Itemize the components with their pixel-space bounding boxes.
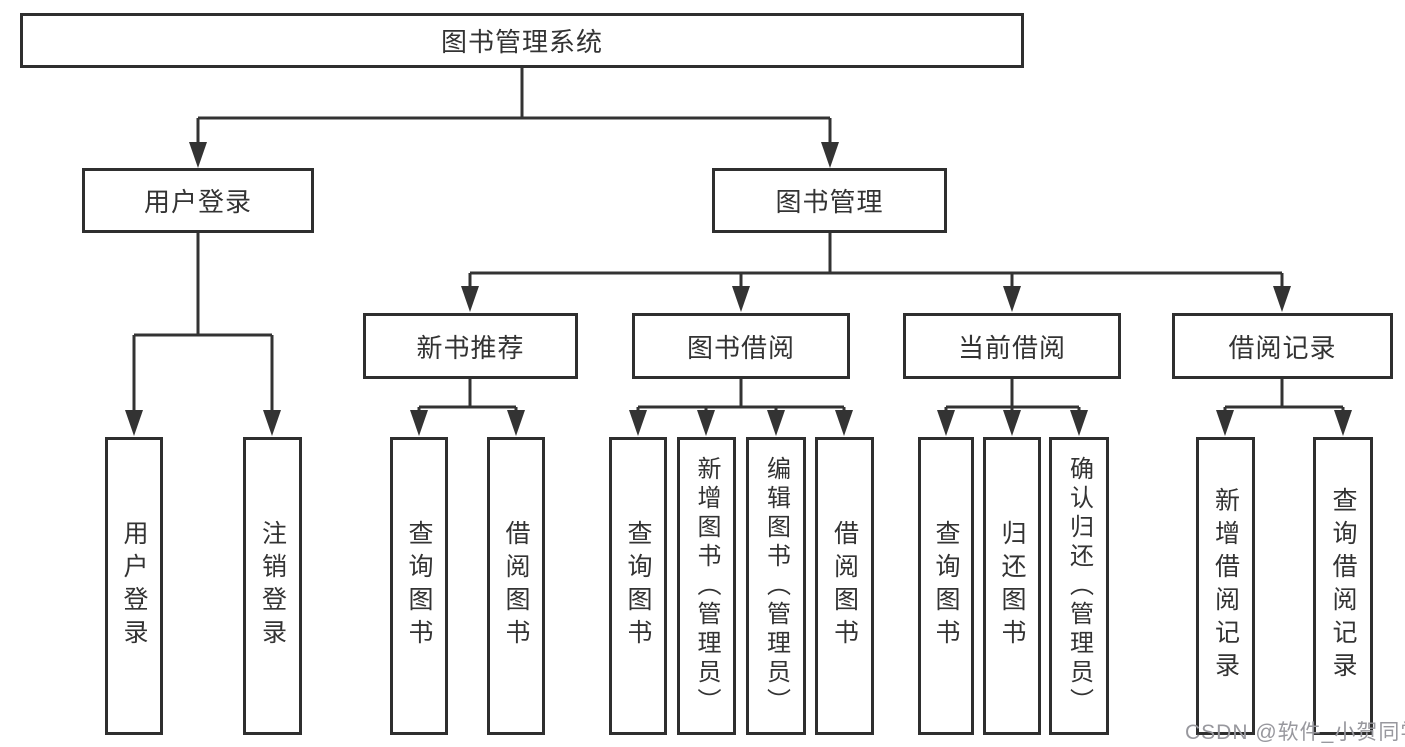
leaf-logout: 注销登录 (243, 437, 302, 735)
leaf-add-books-admin-label: 新增图书（管理员） (693, 455, 720, 717)
leaf-query-books-recommend: 查询图书 (390, 437, 448, 735)
leaf-return-books-label: 归还图书 (998, 520, 1026, 652)
leaf-confirm-return-admin-label: 确认归还（管理员） (1065, 455, 1093, 717)
leaf-query-books-current: 查询图书 (918, 437, 974, 735)
leaf-add-borrow-record: 新增借阅记录 (1196, 437, 1255, 735)
edge-root-to-level2 (196, 68, 832, 147)
leaf-user-login-label: 用户登录 (120, 520, 148, 652)
leaf-borrow-books-recommend: 借阅图书 (487, 437, 545, 735)
leaf-query-books-borrow: 查询图书 (609, 437, 667, 735)
leaf-edit-books-admin: 编辑图书（管理员） (746, 437, 806, 735)
leaf-confirm-return-admin: 确认归还（管理员） (1049, 437, 1109, 735)
leaf-edit-books-admin-label: 编辑图书（管理员） (762, 455, 790, 717)
node-current-borrow: 当前借阅 (903, 313, 1121, 379)
leaf-logout-label: 注销登录 (258, 520, 287, 652)
node-current-borrow-label: 当前借阅 (957, 332, 1066, 363)
node-new-book-recommend: 新书推荐 (363, 313, 578, 379)
edge-user-login-children (132, 233, 274, 415)
node-book-management: 图书管理 (712, 168, 947, 233)
leaf-query-books-borrow-label: 查询图书 (624, 520, 652, 652)
edge-book-management-to-level3 (468, 233, 1284, 291)
node-new-book-recommend-label: 新书推荐 (416, 332, 525, 363)
node-book-management-label: 图书管理 (775, 187, 884, 217)
leaf-return-books: 归还图书 (983, 437, 1041, 735)
leaf-add-borrow-record-label: 新增借阅记录 (1211, 487, 1240, 685)
leaf-user-login: 用户登录 (105, 437, 163, 735)
leaf-borrow-books: 借阅图书 (815, 437, 874, 735)
node-user-login-label: 用户登录 (143, 187, 252, 217)
node-root-label: 图书管理系统 (440, 27, 603, 57)
node-root-system: 图书管理系统 (20, 13, 1024, 68)
node-borrow-records: 借阅记录 (1172, 313, 1393, 379)
leaf-query-borrow-record: 查询借阅记录 (1313, 437, 1373, 735)
node-borrow-records-label: 借阅记录 (1228, 332, 1337, 363)
leaf-borrow-books-recommend-label: 借阅图书 (502, 520, 530, 652)
leaf-borrow-books-label: 借阅图书 (830, 520, 859, 652)
leaf-query-books-recommend-label: 查询图书 (405, 520, 433, 652)
edge-borrow-records-children (1223, 379, 1345, 415)
edge-book-borrow-children (636, 379, 846, 415)
leaf-query-books-current-label: 查询图书 (932, 520, 960, 652)
edge-new-book-recommend-children (417, 379, 518, 415)
node-book-borrow-label: 图书借阅 (686, 332, 795, 363)
edge-current-borrow-children (944, 379, 1081, 415)
leaf-add-books-admin: 新增图书（管理员） (677, 437, 736, 735)
node-book-borrow: 图书借阅 (632, 313, 850, 379)
node-user-login: 用户登录 (82, 168, 314, 233)
arrowheads (125, 142, 1352, 436)
leaf-query-borrow-record-label: 查询借阅记录 (1329, 487, 1357, 685)
csdn-watermark: CSDN @软件_小贺同学 (1185, 721, 1405, 744)
